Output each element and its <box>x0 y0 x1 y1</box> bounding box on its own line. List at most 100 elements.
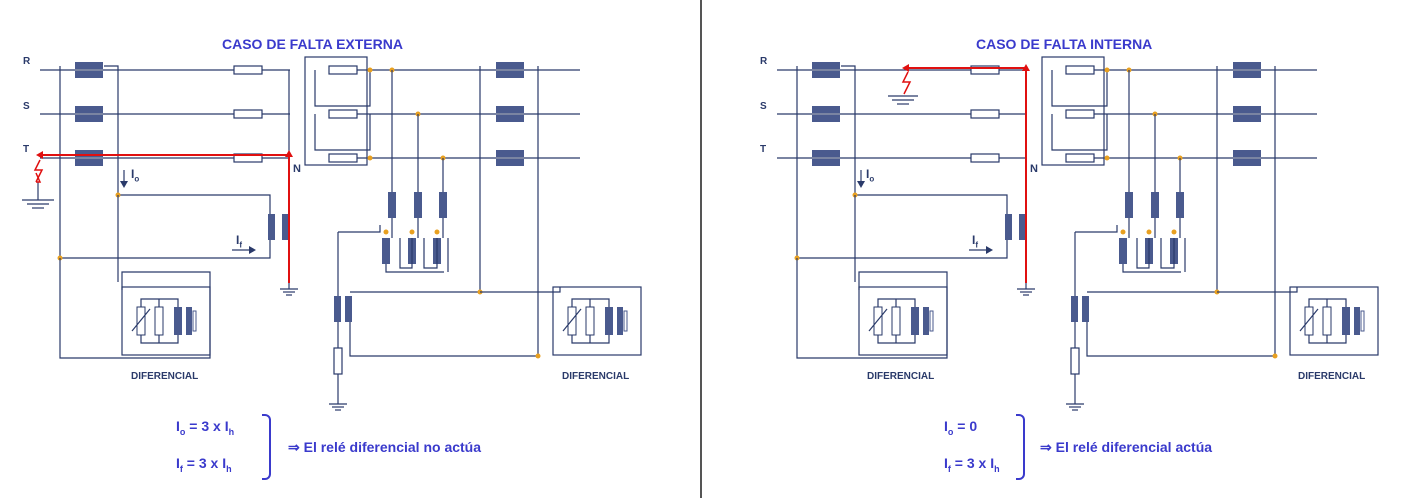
current-transformer <box>1151 192 1159 218</box>
left-diff-label-2: DIFERENCIAL <box>562 371 630 382</box>
current-transformer <box>75 106 103 113</box>
current-transformer <box>75 115 103 122</box>
ct-secondary-wire <box>385 264 444 273</box>
arrow-icon <box>902 64 909 72</box>
current-transformer <box>496 115 524 122</box>
arrow-icon <box>1022 64 1030 71</box>
junction-node <box>1104 67 1110 73</box>
winding-wire <box>314 114 371 151</box>
variable-resistor-arrow <box>131 308 151 332</box>
ct-secondary-wire <box>423 238 438 269</box>
variable-resistor-icon <box>873 306 883 336</box>
junction-node <box>1272 353 1278 359</box>
current-transformer <box>1233 115 1261 122</box>
resistor <box>328 153 358 163</box>
junction-node <box>383 229 389 235</box>
right-diff-label-1: DIFERENCIAL <box>867 371 935 382</box>
relay-coil <box>923 307 929 335</box>
wire <box>338 225 381 233</box>
right-phase-t-label: T <box>760 144 767 155</box>
resistor <box>970 109 1000 119</box>
relay-coil <box>1342 307 1350 335</box>
current-transformer <box>388 192 396 218</box>
relay-contact <box>192 310 197 332</box>
left-fault-path <box>40 154 290 283</box>
current-transformer <box>812 115 840 122</box>
ct-secondary-wire <box>399 238 413 269</box>
current-transformer <box>812 159 840 166</box>
fault-lightning-icon <box>901 71 912 95</box>
right-equation-1: Io = 0 <box>944 418 978 437</box>
left-relay <box>121 286 211 356</box>
current-transformer <box>75 150 103 157</box>
arrow-icon <box>285 150 293 157</box>
junction-node <box>1146 229 1152 235</box>
right-neutral-label: N <box>1030 163 1038 175</box>
ct-secondary-wire <box>59 66 271 259</box>
resistor <box>1322 306 1332 336</box>
right-brace <box>1016 414 1025 480</box>
current-transformer <box>1119 238 1127 264</box>
arrow-icon <box>36 151 43 159</box>
winding-wire <box>1051 114 1108 151</box>
grounding-ct <box>334 296 341 322</box>
current-transformer <box>812 150 840 157</box>
resistor <box>585 306 595 336</box>
grounding-resistor <box>333 347 343 375</box>
variable-resistor-arrow <box>562 308 582 332</box>
right-phase-r-label: R <box>760 56 768 67</box>
neutral-ct <box>1005 214 1012 240</box>
left-phase-t-label: T <box>23 144 30 155</box>
ct-secondary-wire <box>841 65 1008 214</box>
relay-coil <box>605 307 613 335</box>
resistor <box>154 306 164 336</box>
left-panel-title: CASO DE FALTA EXTERNA <box>222 36 403 52</box>
right-equation-2: If = 3 x Ih <box>944 455 1000 474</box>
junction-node <box>1171 229 1177 235</box>
junction-node <box>409 229 415 235</box>
current-transformer <box>1233 62 1261 69</box>
panel-divider <box>700 0 702 498</box>
right-fault-path <box>906 67 1027 283</box>
left-if-label: If <box>236 233 243 250</box>
ct-secondary-wire <box>1086 66 1276 357</box>
current-transformer <box>414 192 422 218</box>
variable-resistor-icon <box>567 306 577 336</box>
junction-node <box>1104 155 1110 161</box>
left-diff-label-1: DIFERENCIAL <box>131 371 199 382</box>
current-transformer <box>1233 150 1261 157</box>
current-transformer <box>812 106 840 113</box>
transformer-winding-box <box>304 56 368 166</box>
ct-secondary-wire <box>349 66 539 357</box>
ct-secondary-wire <box>104 65 271 214</box>
current-transformer <box>496 71 524 78</box>
left-neutral-label: N <box>293 163 301 175</box>
right-diff-label-2: DIFERENCIAL <box>1298 371 1366 382</box>
resistor <box>970 65 1000 75</box>
neutral-ct <box>268 214 275 240</box>
relay-coil <box>174 307 182 335</box>
relay-coil <box>186 307 192 335</box>
arrow-icon <box>120 181 128 188</box>
variable-resistor-icon <box>136 306 146 336</box>
arrow-icon <box>986 246 993 254</box>
right-panel-title: CASO DE FALTA INTERNA <box>976 36 1153 52</box>
current-transformer <box>1233 71 1261 78</box>
resistor <box>233 109 263 119</box>
current-transformer <box>439 192 447 218</box>
left-phase-s-label: S <box>23 101 30 112</box>
current-transformer <box>496 150 524 157</box>
resistor <box>328 109 358 119</box>
relay-contact <box>1360 310 1365 332</box>
junction-node <box>1120 229 1126 235</box>
left-equation-1: Io = 3 x Ih <box>176 418 235 437</box>
left-conclusion: ⇒ El relé diferencial no actúa <box>288 439 482 455</box>
neutral-ct <box>282 214 289 240</box>
resistor <box>1065 65 1095 75</box>
current-transformer <box>1233 159 1261 166</box>
current-transformer <box>496 106 524 113</box>
variable-resistor-arrow <box>1299 308 1319 332</box>
neutral-ct <box>1019 214 1026 240</box>
ct-secondary-wire <box>1136 238 1150 269</box>
grounding-ct <box>1071 296 1078 322</box>
